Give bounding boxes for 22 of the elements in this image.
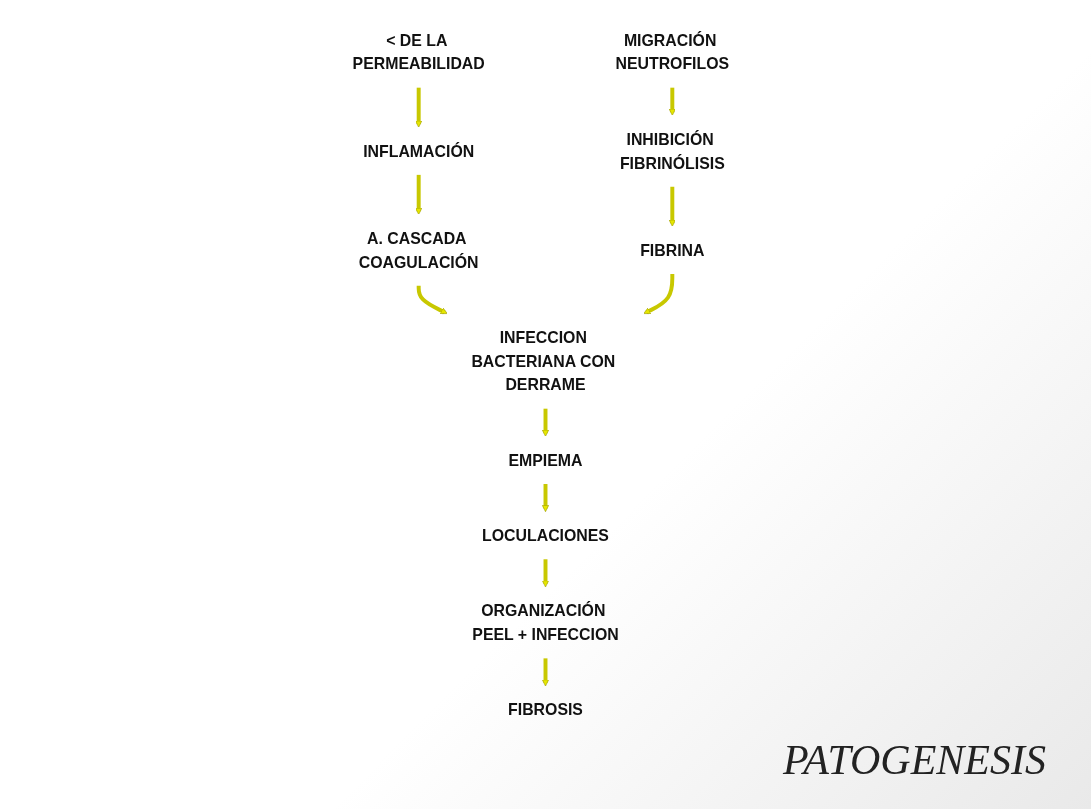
arrow (668, 186, 676, 227)
node-text: INFLAMACIÓN (363, 142, 475, 160)
node-text: EMPIEMA (508, 451, 583, 469)
node-text: ORGANIZACIÓN PEEL + INFECCION (472, 602, 619, 644)
arrow (542, 658, 549, 687)
arrow (415, 87, 423, 128)
arrow (416, 285, 448, 314)
node-text: INFECCION BACTERIANA CON DERRAME (471, 328, 616, 394)
arrow (542, 559, 549, 588)
arrow (542, 484, 549, 513)
node-text: INHIBICIÓN FIBRINÓLISIS (619, 130, 725, 172)
arrow (668, 87, 676, 116)
node-text: A. CASCADA COAGULACIÓN (358, 229, 479, 271)
node-text: < DE LA PERMEABILIDAD (352, 31, 485, 73)
title: PATOGENESIS (783, 736, 1046, 784)
node-text: FIBROSIS (508, 701, 583, 719)
arrow (542, 408, 549, 437)
node-text: MIGRACIÓN NEUTROFILOS (615, 31, 730, 73)
arrow (643, 273, 675, 314)
arrow (415, 174, 423, 215)
node-text: LOCULACIONES (482, 526, 609, 545)
node-text: FIBRINA (640, 241, 705, 259)
